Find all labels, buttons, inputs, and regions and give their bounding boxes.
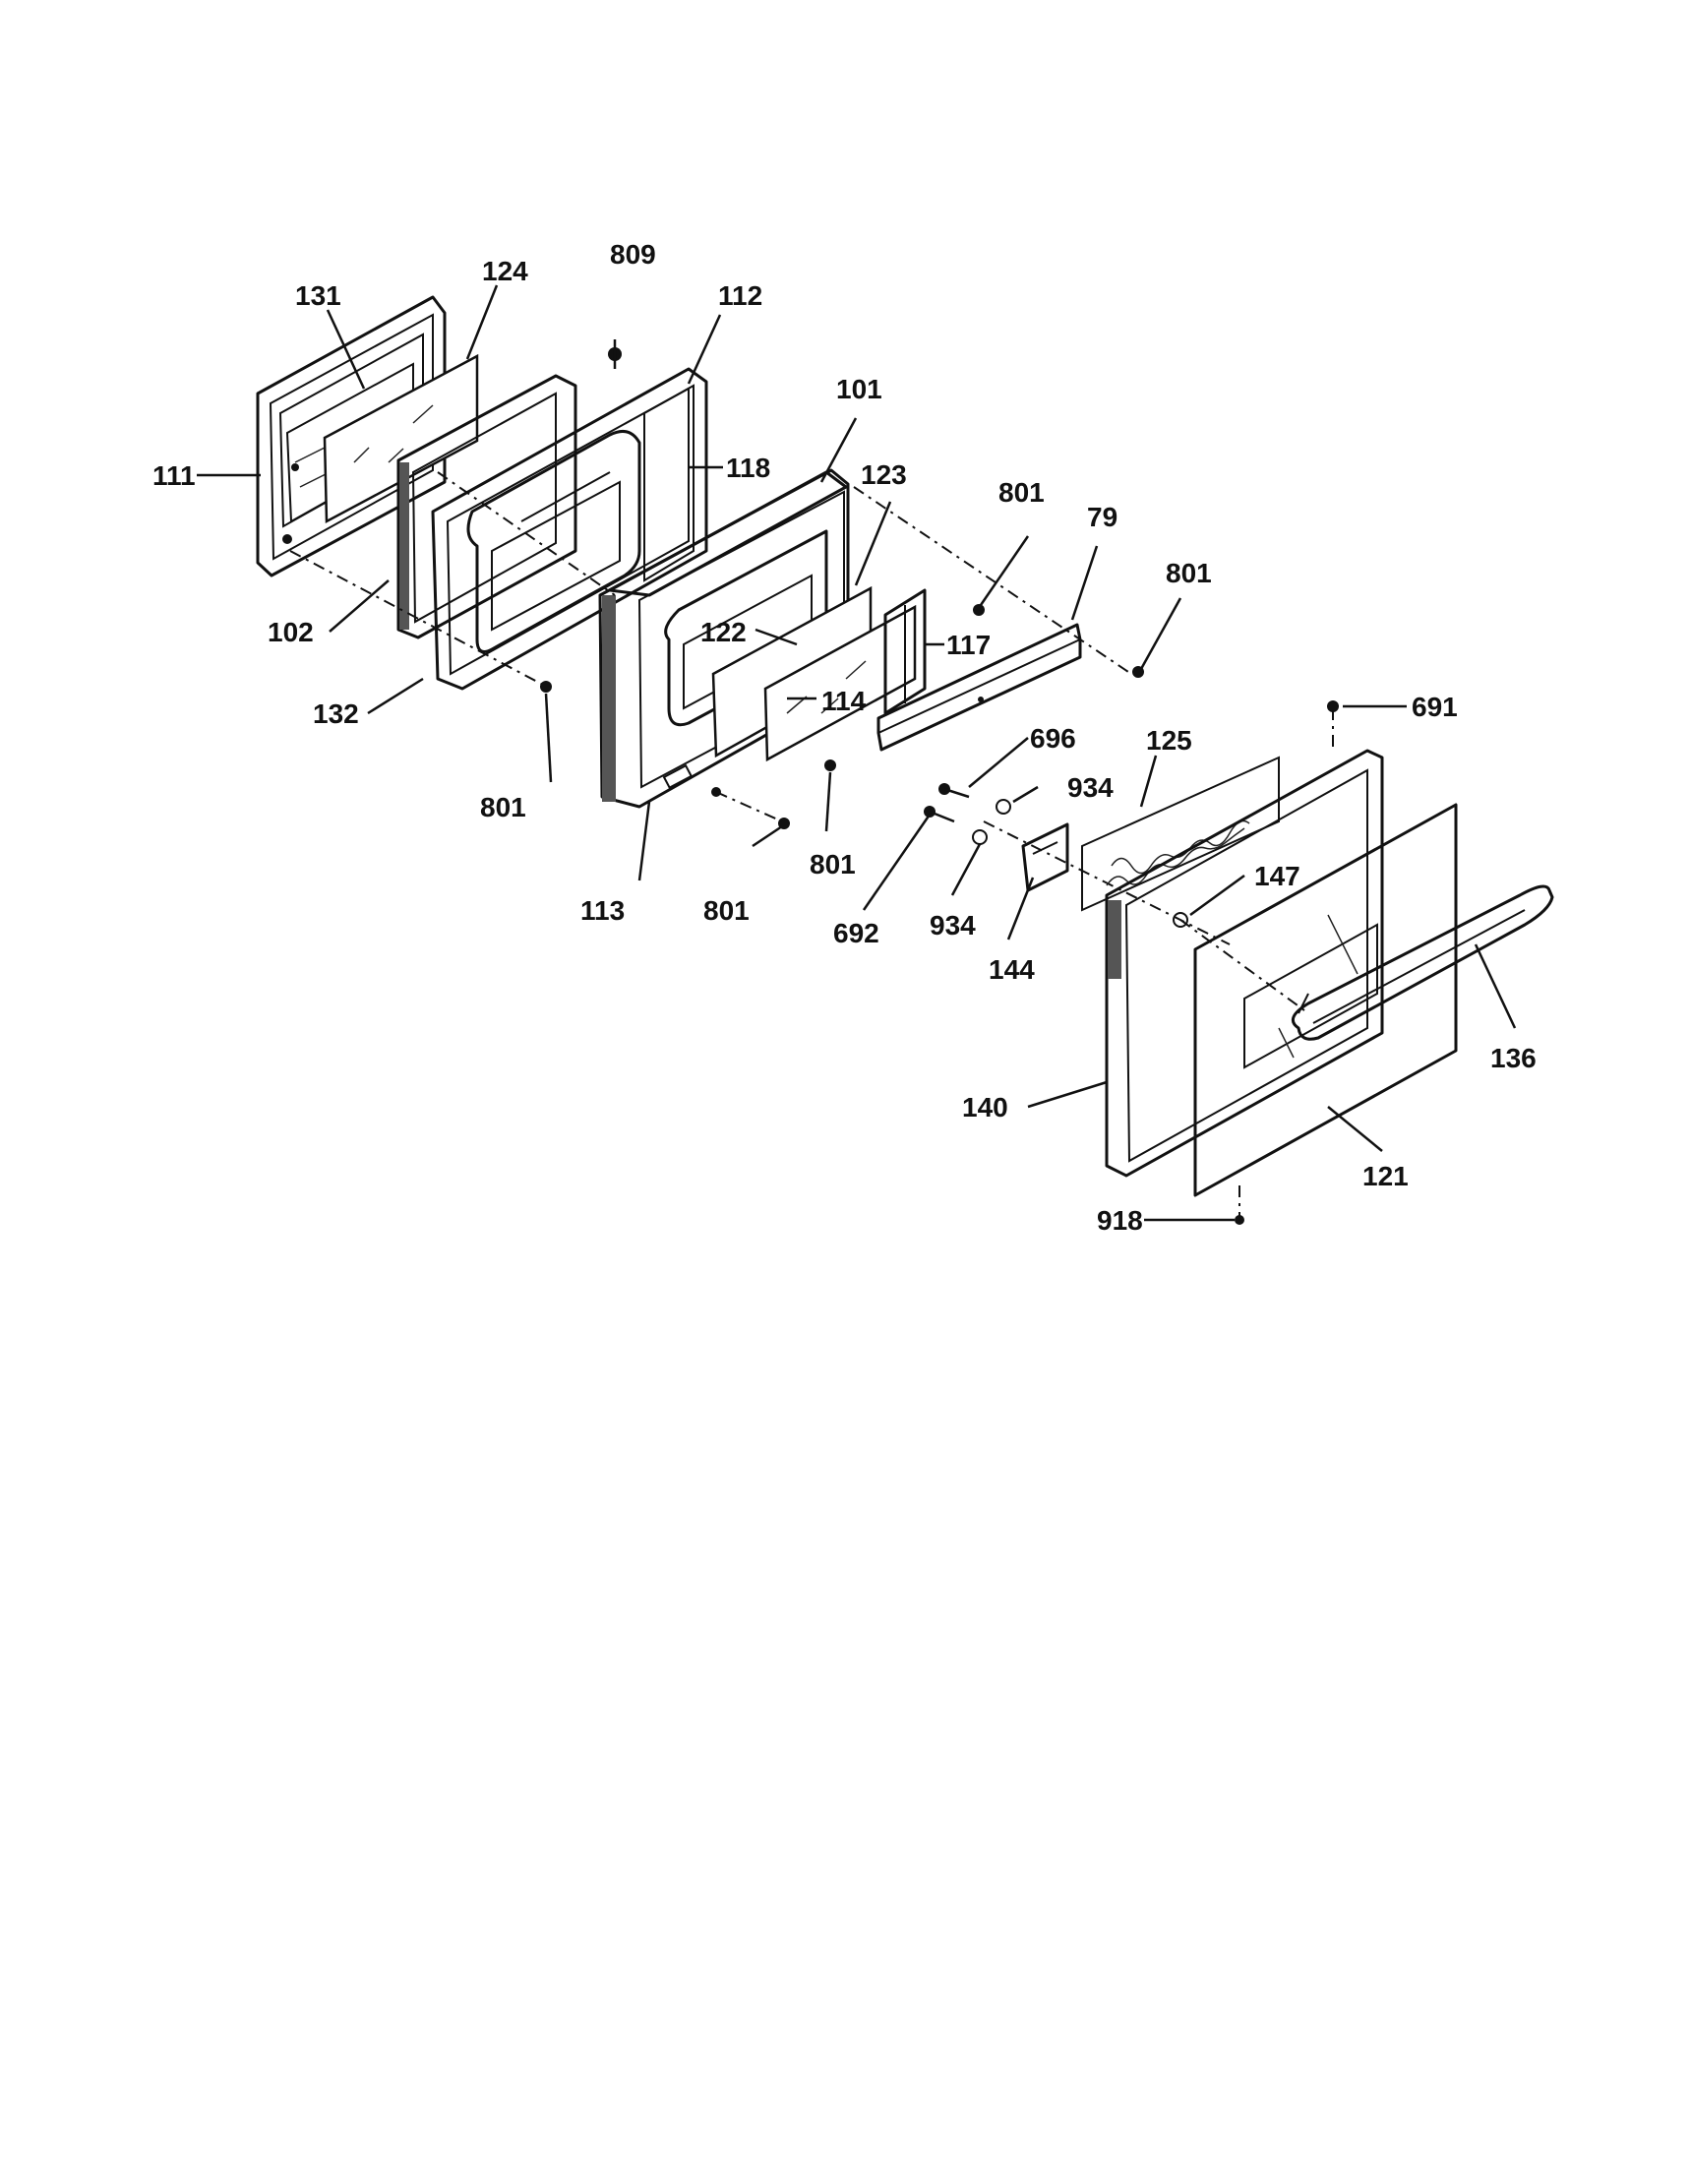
callout-144: 144 bbox=[989, 954, 1035, 985]
callout-934-a: 934 bbox=[1067, 772, 1114, 803]
callout-801-c: 801 bbox=[480, 792, 526, 822]
callout-113: 113 bbox=[580, 895, 625, 926]
callout-112: 112 bbox=[718, 280, 762, 311]
callout-102: 102 bbox=[268, 617, 314, 647]
part-124-inner-glass bbox=[323, 353, 479, 524]
callout-125: 125 bbox=[1146, 725, 1192, 756]
callout-118: 118 bbox=[726, 453, 770, 483]
leader-lines bbox=[197, 284, 1517, 1222]
part-117-retainer bbox=[883, 588, 927, 715]
callout-117: 117 bbox=[946, 630, 991, 660]
part-102-insulation-frame bbox=[396, 374, 577, 639]
callout-801-a: 801 bbox=[998, 477, 1045, 508]
callout-131: 131 bbox=[295, 280, 341, 311]
callout-801-b: 801 bbox=[1166, 558, 1212, 588]
callout-801-d: 801 bbox=[810, 849, 856, 880]
callout-136: 136 bbox=[1490, 1043, 1537, 1073]
callout-140: 140 bbox=[962, 1092, 1008, 1122]
callout-918: 918 bbox=[1097, 1205, 1143, 1236]
hinge-hardware bbox=[924, 783, 1069, 892]
callout-79: 79 bbox=[1087, 502, 1117, 532]
part-140-trim-frame bbox=[1105, 700, 1384, 1178]
callout-132: 132 bbox=[313, 698, 359, 729]
callout-934-b: 934 bbox=[930, 910, 976, 940]
callout-801-e: 801 bbox=[703, 895, 750, 926]
callout-121: 121 bbox=[1362, 1161, 1409, 1191]
callout-124: 124 bbox=[482, 256, 528, 286]
callout-101: 101 bbox=[836, 374, 882, 404]
callout-692: 692 bbox=[833, 918, 879, 948]
callout-147: 147 bbox=[1254, 861, 1300, 891]
callout-696: 696 bbox=[1030, 723, 1076, 754]
callout-691: 691 bbox=[1412, 692, 1458, 722]
callout-809: 809 bbox=[610, 239, 656, 270]
callouts: 131 124 809 112 101 111 118 123 801 79 8… bbox=[152, 239, 1537, 1236]
callout-114: 114 bbox=[821, 686, 867, 716]
callout-122: 122 bbox=[700, 617, 747, 647]
callout-111: 111 bbox=[152, 460, 196, 491]
part-121-outer-glass bbox=[1193, 803, 1458, 1225]
assembly-lines bbox=[289, 471, 1334, 1220]
part-112-door-liner bbox=[431, 339, 708, 693]
part-123-glass-panels bbox=[711, 585, 917, 762]
part-79-vent-trim bbox=[876, 623, 1082, 752]
part-136-handle bbox=[1291, 884, 1554, 1041]
part-118-bracket bbox=[643, 384, 695, 582]
callout-123: 123 bbox=[861, 459, 907, 490]
